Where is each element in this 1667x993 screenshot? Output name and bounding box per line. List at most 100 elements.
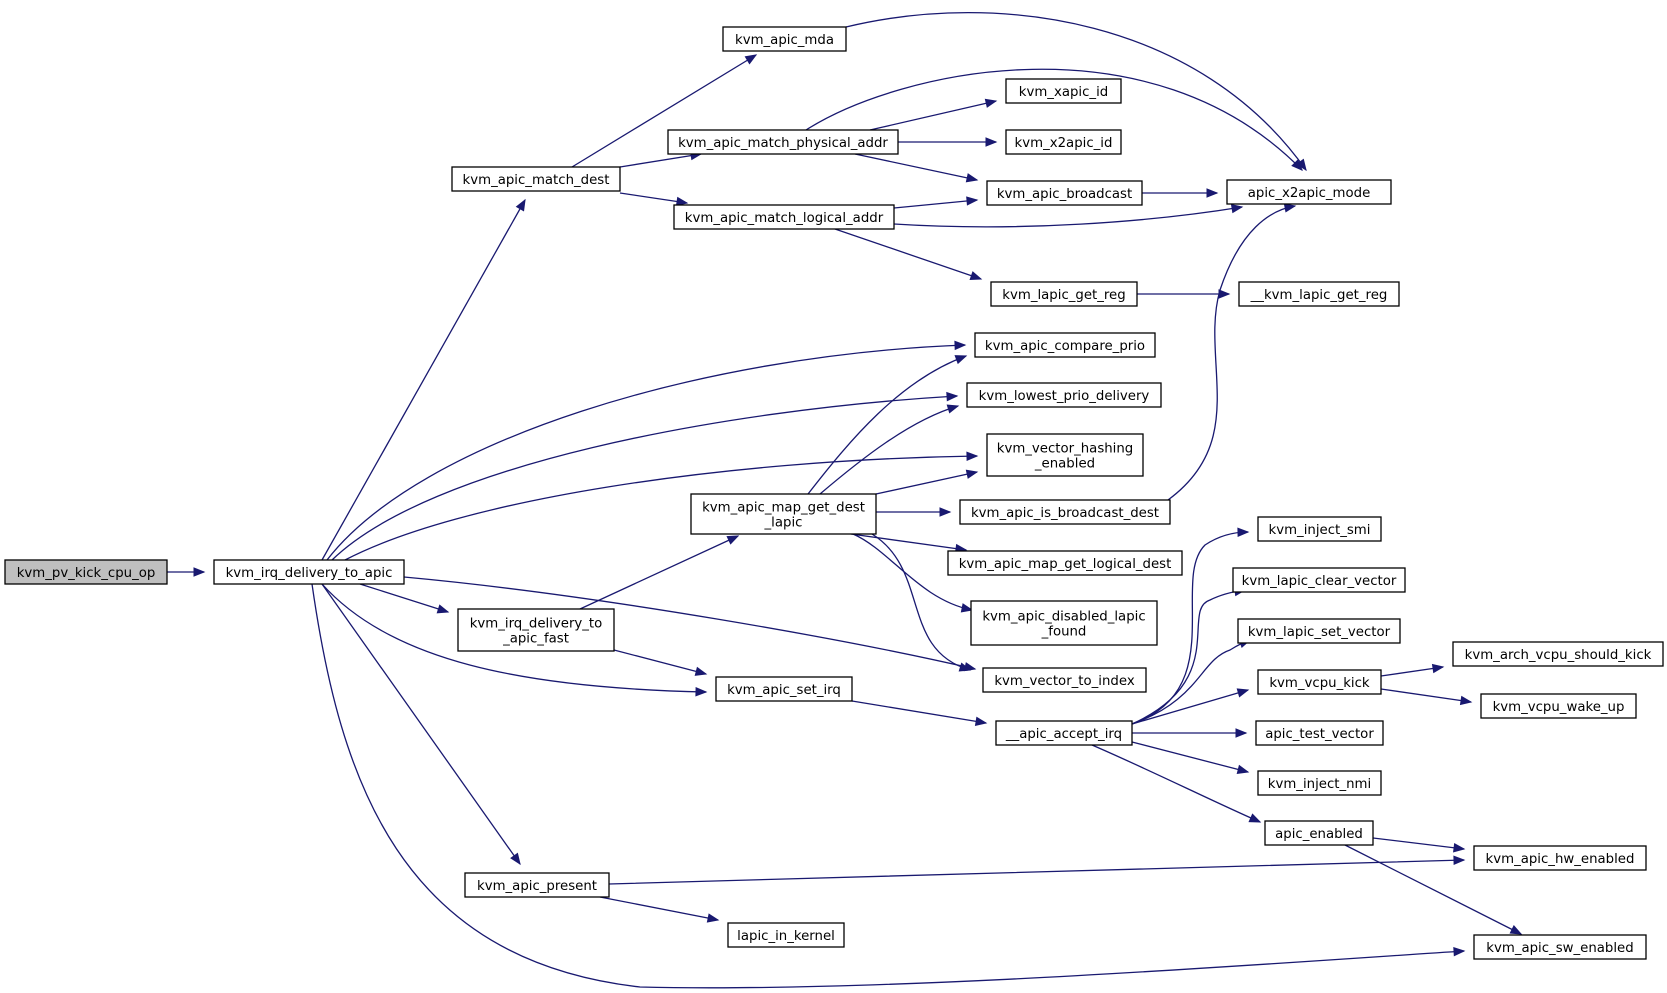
node-kvm-apic-match-dest[interactable]: kvm_apic_match_dest	[451, 166, 621, 192]
node-kvm-vcpu-wake-up[interactable]: kvm_vcpu_wake_up	[1480, 693, 1637, 719]
node-kvm-apic-map-get-logical-dest[interactable]: kvm_apic_map_get_logical_dest	[947, 550, 1183, 576]
node-label: kvm_apic_hw_enabled	[1486, 852, 1635, 867]
node-label: kvm_lapic_get_reg	[1002, 288, 1125, 303]
node-label: kvm_apic_present	[477, 879, 597, 894]
arrowhead	[974, 716, 988, 726]
edge-kvm-apic-present-to-kvm-apic-hw-enabled	[608, 855, 1466, 885]
node-kvm-x2apic-id[interactable]: kvm_x2apic_id	[1005, 129, 1122, 155]
node-label: kvm_apic_is_broadcast_dest	[971, 506, 1159, 521]
edge-kvm-apic-map-get-dest-lapic-to-kvm-apic-compare-prio	[807, 355, 968, 495]
node-box	[1473, 845, 1647, 871]
node-kvm-inject-nmi[interactable]: kvm_inject_nmi	[1257, 770, 1382, 796]
edge-kvm-irq-delivery-to-apic-fast-to-kvm-apic-map-get-dest-lapic	[579, 535, 740, 610]
node-kvm-apic-set-irq[interactable]: kvm_apic_set_irq	[715, 676, 853, 702]
node-box	[966, 382, 1162, 408]
node-kvm-lowest-prio-delivery[interactable]: kvm_lowest_prio_delivery	[966, 382, 1162, 408]
node-kvm-apic-map-get-dest-lapic[interactable]: kvm_apic_map_get_dest_lapic	[690, 493, 877, 535]
arrowhead	[1453, 843, 1466, 853]
node-label: kvm_irq_delivery_to_apic	[226, 566, 393, 581]
node-label: kvm_vcpu_wake_up	[1493, 700, 1625, 715]
arrowhead	[985, 137, 998, 147]
node-box	[4, 559, 168, 585]
node-kvm-vector-to-index[interactable]: kvm_vector_to_index	[982, 667, 1147, 693]
edge-kvm-pv-kick-cpu-op-to-kvm-irq-delivery-to-apic	[167, 567, 206, 577]
node-box	[1005, 78, 1122, 104]
node-kvm-irq-delivery-to-apic-fast[interactable]: kvm_irq_delivery_to_apic_fast	[457, 608, 615, 652]
node-box	[667, 129, 899, 155]
node-kvm-apic-compare-prio[interactable]: kvm_apic_compare_prio	[974, 332, 1156, 358]
edge-kvm-apic-match-logical-addr-to-kvm-apic-broadcast	[893, 196, 979, 209]
call-edges	[167, 11, 1523, 989]
node-label: kvm_xapic_id	[1019, 85, 1108, 100]
node-kvm-inject-smi[interactable]: kvm_inject_smi	[1257, 516, 1382, 542]
node-label: _enabled	[1034, 457, 1095, 472]
node-kvm-xapic-id[interactable]: kvm_xapic_id	[1005, 78, 1122, 104]
node-box	[727, 922, 845, 948]
node-kvm-apic-broadcast[interactable]: kvm_apic_broadcast	[986, 180, 1143, 206]
edge-kvm-irq-delivery-to-apic-to-kvm-apic-present	[321, 583, 521, 866]
node-kvm-arch-vcpu-should-kick[interactable]: kvm_arch_vcpu_should_kick	[1452, 641, 1664, 667]
node-box	[213, 559, 405, 585]
edge-kvm-apic-match-physical-addr-to-kvm-xapic-id	[869, 98, 998, 131]
node-box	[715, 676, 853, 702]
edge-kvm-irq-delivery-to-apic-to-kvm-vector-hashing-enabled	[344, 451, 979, 561]
node-label: kvm_x2apic_id	[1015, 136, 1113, 151]
node-apic-test-vector[interactable]: apic_test_vector	[1255, 720, 1384, 746]
arrowhead	[744, 54, 758, 65]
arrowhead	[1248, 813, 1262, 823]
edge-kvm-apic-map-get-dest-lapic-to-kvm-vector-hashing-enabled	[875, 469, 979, 495]
node-kvm-lapic-clear-vector[interactable]: kvm_lapic_clear_vector	[1232, 567, 1406, 593]
node-label: kvm_apic_disabled_lapic	[982, 610, 1145, 625]
arrowhead	[515, 198, 526, 212]
node-kvm-apic-mda[interactable]: kvm_apic_mda	[722, 26, 847, 52]
arrowhead	[1453, 855, 1466, 865]
node-label: kvm_apic_match_dest	[463, 173, 610, 188]
node-apic-enabled[interactable]: apic_enabled	[1264, 820, 1374, 846]
edge-kvm-apic-map-get-dest-lapic-to-kvm-apic-is-broadcast-dest	[876, 507, 952, 517]
node-apic-x2apic-mode[interactable]: apic_x2apic_mode	[1226, 179, 1392, 205]
node-kvm-lapic-get-reg[interactable]: kvm_lapic_get_reg	[990, 281, 1138, 307]
node-kvm-apic-hw-enabled[interactable]: kvm_apic_hw_enabled	[1473, 845, 1647, 871]
node-kvm-lapic-set-vector[interactable]: kvm_lapic_set_vector	[1237, 618, 1401, 644]
function-nodes: kvm_pv_kick_cpu_op kvm_irq_delivery_to_ap…	[4, 26, 1664, 960]
edge-kvm-apic-map-get-dest-lapic-to-kvm-lowest-prio-delivery	[819, 404, 960, 495]
edge-kvm-apic-match-dest-to-kvm-apic-match-logical-addr	[619, 192, 689, 207]
node-label: kvm_inject_smi	[1269, 523, 1371, 538]
arrowhead	[726, 535, 740, 545]
node-underscore-apic-accept-irq[interactable]: __apic_accept_irq	[995, 720, 1133, 746]
node-kvm-apic-match-physical-addr[interactable]: kvm_apic_match_physical_addr	[667, 129, 899, 155]
arrowhead	[695, 687, 708, 697]
node-kvm-apic-disabled-lapic-found[interactable]: kvm_apic_disabled_lapic_found	[970, 600, 1158, 646]
node-kvm-apic-present[interactable]: kvm_apic_present	[464, 872, 610, 898]
node-label: kvm_apic_sw_enabled	[1486, 941, 1633, 956]
edge-kvm-apic-match-physical-addr-to-apic-x2apic-mode	[805, 68, 1303, 171]
edge-kvm-irq-delivery-to-apic-to-kvm-lowest-prio-delivery	[331, 391, 959, 561]
node-label: _lapic	[764, 516, 803, 531]
node-label: kvm_vector_hashing	[997, 442, 1134, 457]
edge-kvm-irq-delivery-to-apic-to-kvm-apic-set-irq	[321, 583, 708, 697]
node-kvm-apic-sw-enabled[interactable]: kvm_apic_sw_enabled	[1473, 934, 1647, 960]
arrowhead	[965, 173, 979, 183]
node-underscore-kvm-lapic-get-reg[interactable]: __kvm_lapic_get_reg	[1238, 281, 1400, 307]
node-box	[1232, 567, 1406, 593]
node-kvm-vector-hashing-enabled[interactable]: kvm_vector_hashing_enabled	[986, 433, 1144, 477]
node-label: kvm_irq_delivery_to	[470, 617, 603, 632]
arrowhead	[193, 567, 206, 577]
node-kvm-apic-match-logical-addr[interactable]: kvm_apic_match_logical_addr	[673, 204, 895, 230]
node-kvm-pv-kick-cpu-op[interactable]: kvm_pv_kick_cpu_op	[4, 559, 168, 585]
arrowhead	[1236, 764, 1250, 774]
node-kvm-apic-is-broadcast-dest[interactable]: kvm_apic_is_broadcast_dest	[959, 499, 1171, 525]
node-label: _apic_fast	[502, 632, 569, 647]
node-label: kvm_apic_compare_prio	[985, 339, 1145, 354]
arrowhead	[954, 340, 967, 351]
arrowhead	[1230, 203, 1244, 214]
arrowhead	[1509, 925, 1523, 935]
node-kvm-vcpu-kick[interactable]: kvm_vcpu_kick	[1257, 669, 1382, 695]
node-box	[1238, 281, 1400, 307]
edge-kvm-apic-match-logical-addr-to-apic-x2apic-mode	[893, 203, 1244, 228]
node-kvm-irq-delivery-to-apic[interactable]: kvm_irq_delivery_to_apic	[213, 559, 405, 585]
node-lapic-in-kernel[interactable]: lapic_in_kernel	[727, 922, 845, 948]
edge-kvm-apic-is-broadcast-dest-to-apic-x2apic-mode	[1167, 203, 1297, 501]
edge-kvm-apic-set-irq-to-underscore-apic-accept-irq	[851, 700, 988, 726]
node-box	[990, 281, 1138, 307]
